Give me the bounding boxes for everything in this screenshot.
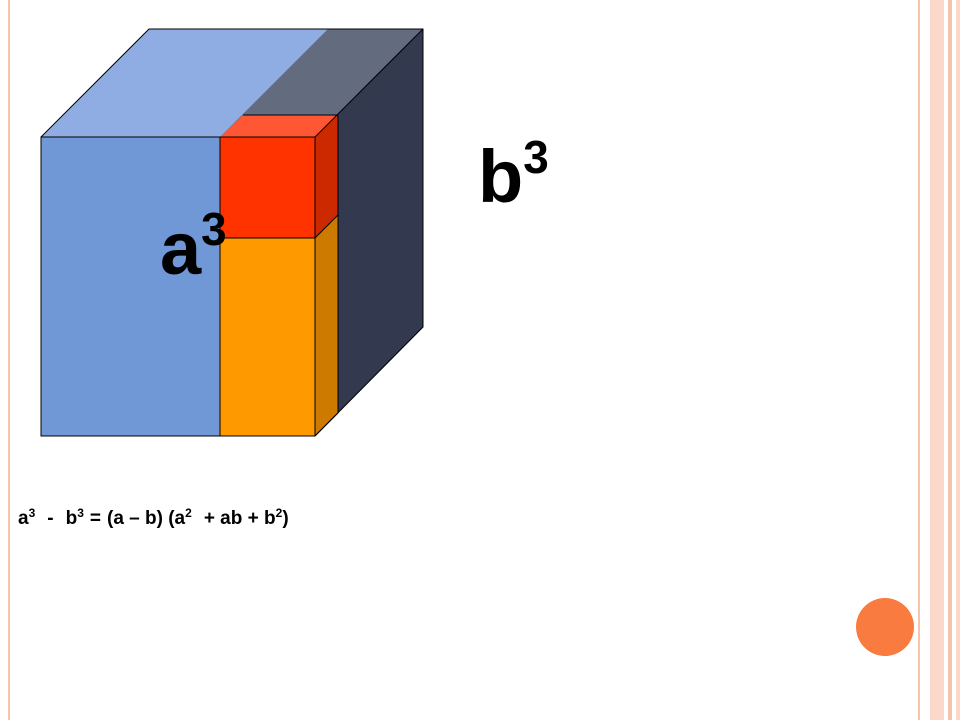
b-label-exponent: 3: [523, 131, 549, 184]
formula-factor-2-text: + ab + b: [203, 508, 276, 529]
cube-edge: [314, 28, 424, 138]
formula-term-a: a3: [18, 506, 35, 530]
formula-a: a: [18, 508, 29, 529]
formula-factor-2: + ab + b2: [204, 506, 283, 530]
big-cube-top-dark-face: [220, 29, 423, 137]
formula-minus: -: [47, 508, 54, 529]
big-cube-front-face: [40, 136, 221, 437]
b-label-base: b: [478, 135, 524, 218]
formula-b-exponent: 3: [77, 506, 84, 520]
left-frame-line: [8, 0, 10, 720]
right-frame-stripe: [948, 0, 952, 720]
a-label-base: a: [160, 207, 202, 290]
small-cube-front-face: [219, 136, 316, 239]
formula-factor-1-exponent: 2: [185, 506, 192, 520]
formula-b: b: [65, 508, 78, 529]
right-frame-band: [918, 0, 960, 720]
small-cube-edge: [314, 412, 339, 437]
a-label-exponent: 3: [201, 203, 227, 256]
big-cube-side-face: [315, 29, 423, 436]
small-cube-top-face: [220, 115, 338, 137]
small-cube-edge: [314, 214, 339, 239]
formula-close-paren: ): [282, 508, 289, 529]
difference-of-cubes-formula: a3-b3=(a – b) (a2+ ab + b2): [18, 506, 289, 530]
slab-side-face: [315, 215, 338, 436]
formula-a-exponent: 3: [28, 506, 36, 520]
slab-front-face: [219, 237, 316, 437]
formula-factor-1-text: (a – b) (a: [107, 508, 186, 529]
right-frame-stripe: [930, 0, 944, 720]
small-cube-side-face: [315, 115, 338, 238]
a-cubed-label: a3: [160, 206, 227, 286]
formula-equals: =: [89, 508, 101, 529]
b-cubed-label: b3: [478, 134, 549, 214]
formula-term-b: b3: [66, 506, 84, 530]
accent-circle: [856, 598, 914, 656]
right-frame-stripe: [956, 0, 960, 720]
formula-factor-1: (a – b) (a2: [107, 506, 192, 530]
right-frame-stripe: [918, 0, 920, 720]
formula-factor-2-exponent: 2: [275, 506, 283, 520]
